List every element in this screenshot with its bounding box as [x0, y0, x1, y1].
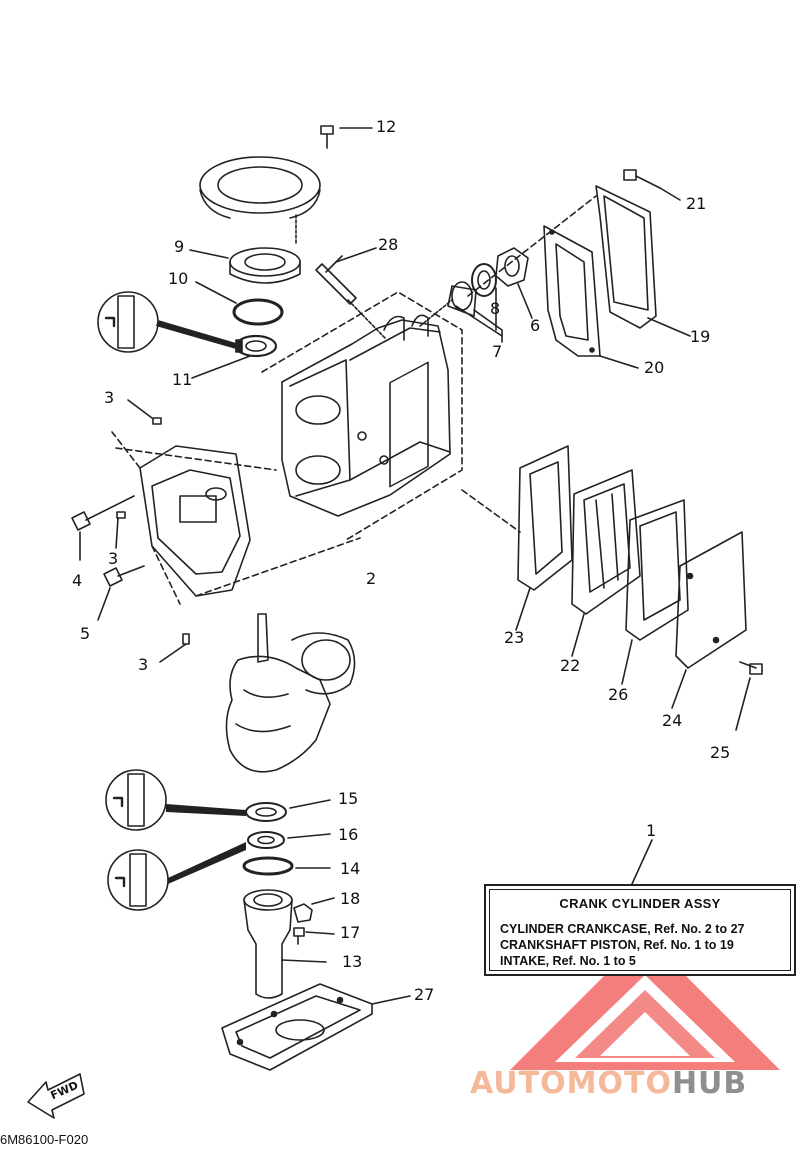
callout-6: 6 [530, 316, 541, 335]
callout-15: 15 [338, 789, 359, 808]
legend-title: CRANK CYLINDER ASSY [559, 896, 721, 911]
callout-2: 2 [366, 569, 377, 588]
callout-12: 12 [376, 117, 397, 136]
callout-28: 28 [378, 235, 399, 254]
diagram-code: 6M86100-F020 [0, 1132, 89, 1147]
callout-23: 23 [504, 628, 525, 647]
callout-1: 1 [646, 821, 657, 840]
callout-14: 14 [340, 859, 361, 878]
callout-9: 9 [174, 237, 185, 256]
cylinder-block-2 [261, 291, 463, 541]
callout-27: 27 [414, 985, 435, 1004]
assembly-legend: CRANK CYLINDER ASSY CYLINDER CRANKCASE, … [484, 884, 796, 976]
o-ring-14 [242, 856, 331, 876]
callout-26: 26 [608, 685, 629, 704]
legend-row-3: INTAKE, Ref. No. 1 to 5 [500, 954, 636, 968]
gasket-8 [471, 263, 497, 331]
watermark-logo [510, 935, 780, 1070]
crankcase [111, 431, 361, 605]
leader-1 [631, 839, 653, 885]
callout-20: 20 [644, 358, 665, 377]
gasket-20 [543, 225, 639, 369]
gasket-27 [221, 983, 411, 1071]
gasket-23 [461, 445, 573, 631]
thermostat-7 [419, 281, 477, 327]
plate-24 [671, 531, 747, 709]
oil-seal-11 [97, 291, 278, 379]
bolt-5 [97, 565, 145, 621]
exhaust-cover-19 [467, 185, 691, 337]
callout-21: 21 [686, 194, 707, 213]
callout-16: 16 [338, 825, 359, 844]
seal-housing-9 [189, 247, 301, 284]
bolt-25 [735, 661, 763, 731]
legend-row-1: CYLINDER CRANKCASE, Ref. No. 2 to 27 [500, 922, 745, 936]
housing-13 [243, 889, 327, 999]
callout-7: 7 [492, 342, 503, 361]
cover-plate [199, 156, 321, 246]
fwd-arrow-icon [27, 1073, 85, 1119]
callout-24: 24 [662, 711, 683, 730]
spark-plug-28 [315, 247, 386, 339]
callout-17: 17 [340, 923, 361, 942]
crankshaft [225, 613, 356, 773]
o-ring-10 [195, 281, 284, 326]
gasket-26 [621, 499, 689, 685]
oil-seal-16 [107, 831, 331, 911]
watermark-text: AUTOMOTOHUB [470, 1066, 747, 1101]
dowel-pins-3 [115, 399, 190, 663]
callout-22: 22 [560, 656, 581, 675]
watermark-part2: HUB [671, 1066, 748, 1101]
callout-19: 19 [690, 327, 711, 346]
bracket-7 [455, 305, 503, 343]
callout-5: 5 [80, 624, 91, 643]
oil-seal-15 [105, 769, 331, 831]
bolt-17 [293, 927, 335, 945]
reed-valve-22 [571, 469, 641, 657]
callout-3-top: 3 [104, 388, 115, 407]
nut-18 [293, 897, 335, 923]
callout-3-low: 3 [138, 655, 149, 674]
callout-18: 18 [340, 889, 361, 908]
callout-10: 10 [168, 269, 189, 288]
bolt-4 [71, 495, 135, 561]
callout-8: 8 [490, 299, 501, 318]
callout-25: 25 [710, 743, 731, 762]
cover-6 [495, 247, 533, 319]
callout-13: 13 [342, 952, 363, 971]
callout-4: 4 [72, 571, 83, 590]
bolt-12 [320, 125, 373, 149]
callout-3-mid: 3 [108, 549, 119, 568]
callout-11: 11 [172, 370, 193, 389]
bolt-21 [623, 169, 681, 201]
watermark-part1: AUTOMOTO [470, 1066, 672, 1101]
legend-row-2: CRANKSHAFT PISTON, Ref. No. 1 to 19 [500, 938, 734, 952]
